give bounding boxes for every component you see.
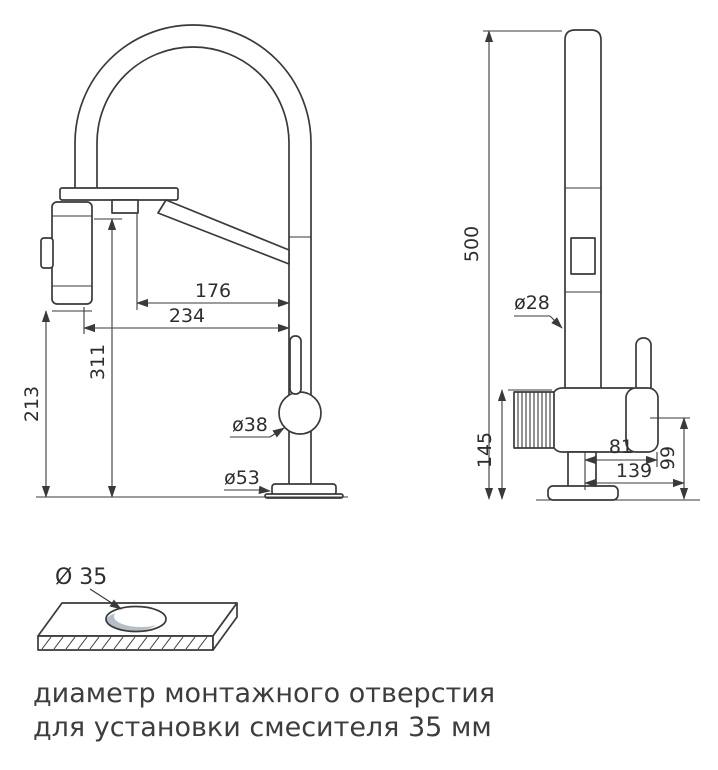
countertop-side-face xyxy=(212,602,238,651)
dimension-139-label: 139 xyxy=(616,460,652,482)
dimension-311: 311 xyxy=(87,218,122,498)
wand-body xyxy=(51,201,93,305)
label-dia-53-text: ø53 xyxy=(224,467,260,489)
pipe-panel xyxy=(570,237,596,275)
dimension-176-label: 176 xyxy=(195,280,231,302)
dimension-145: 145 xyxy=(474,389,552,500)
wand-button xyxy=(40,237,54,269)
spray-wand xyxy=(40,187,290,305)
dimension-234-label: 234 xyxy=(169,305,205,327)
caption-line-2: для установки смесителя 35 мм xyxy=(33,712,492,743)
knurled-outlet xyxy=(513,391,555,449)
caption: диаметр монтажного отверстия для установ… xyxy=(33,678,495,743)
mounting-hole xyxy=(105,605,168,633)
dimension-213-label: 213 xyxy=(21,386,43,422)
handle-pivot xyxy=(625,387,659,453)
dimension-311-label: 311 xyxy=(87,344,109,380)
dimension-145-label: 145 xyxy=(474,432,496,468)
riser-pipe xyxy=(564,29,602,393)
label-dia-28: ø28 xyxy=(514,292,563,329)
label-dia-38: ø38 xyxy=(230,414,285,438)
caption-line-1: диаметр монтажного отверстия xyxy=(33,678,495,709)
dimension-500-label: 500 xyxy=(461,226,483,262)
dimension-99-label: 99 xyxy=(657,446,679,470)
base-flange-front xyxy=(264,483,344,499)
dimension-500: 500 xyxy=(461,30,562,500)
label-dia-38-text: ø38 xyxy=(232,414,268,436)
hole-leader-line xyxy=(89,588,122,610)
side-view: 500 ø28 145 81 139 9 xyxy=(461,29,700,501)
wand-bracket-bar xyxy=(59,187,179,201)
dimension-139: 139 xyxy=(584,460,685,488)
front-lever xyxy=(289,335,302,395)
side-handle-stick xyxy=(635,337,652,395)
mounting-hole-detail: Ø 35 xyxy=(37,565,238,651)
label-dia-53: ø53 xyxy=(224,467,271,494)
dimension-81-label: 81 xyxy=(609,436,633,458)
base-flange-side xyxy=(547,485,619,501)
gooseneck-hose xyxy=(74,24,312,486)
dimension-99: 99 xyxy=(650,417,690,500)
dimension-176: 176 xyxy=(136,214,290,310)
wand-clamp xyxy=(111,199,139,214)
label-dia-35: Ø 35 xyxy=(55,565,107,590)
dimension-213: 213 xyxy=(21,310,92,498)
front-face-hatching xyxy=(41,636,208,650)
front-view: 176 234 311 213 ø38 ø53 xyxy=(21,24,348,499)
dimension-234: 234 xyxy=(83,305,290,334)
cradle-arm xyxy=(157,199,290,265)
ball-joint xyxy=(278,391,322,435)
label-dia-28-text: ø28 xyxy=(514,292,550,314)
